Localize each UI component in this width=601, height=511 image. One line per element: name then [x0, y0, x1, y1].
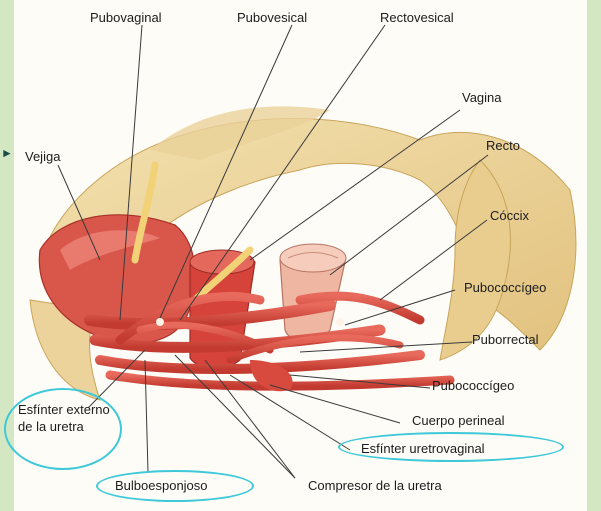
- label-pubococcigeo-upper: Pubococcígeo: [464, 280, 546, 296]
- label-vejiga: Vejiga: [25, 149, 60, 165]
- highlight-esfinter-externo: [4, 388, 122, 470]
- label-pubococcigeo-lower: Pubococcígeo: [432, 378, 514, 394]
- label-coccix: Cóccix: [490, 208, 529, 224]
- label-cuerpo-perineal: Cuerpo perineal: [412, 413, 505, 429]
- label-rectovesical: Rectovesical: [380, 10, 454, 26]
- rectum-opening: [280, 244, 346, 272]
- label-compresor-uretra: Compresor de la uretra: [308, 478, 442, 494]
- highlight-bulboesponjoso: [96, 470, 254, 502]
- label-vagina: Vagina: [462, 90, 502, 106]
- highlight-esfinter-uretrovaginal: [338, 432, 564, 462]
- label-recto: Recto: [486, 138, 520, 154]
- side-arrow-icon: ►: [1, 146, 13, 160]
- label-pubovesical: Pubovesical: [237, 10, 307, 26]
- label-pubovaginal: Pubovaginal: [90, 10, 162, 26]
- anatomy-figure: Pubovaginal Pubovesical Rectovesical Vag…: [14, 0, 587, 511]
- label-puborrectal: Puborrectal: [472, 332, 538, 348]
